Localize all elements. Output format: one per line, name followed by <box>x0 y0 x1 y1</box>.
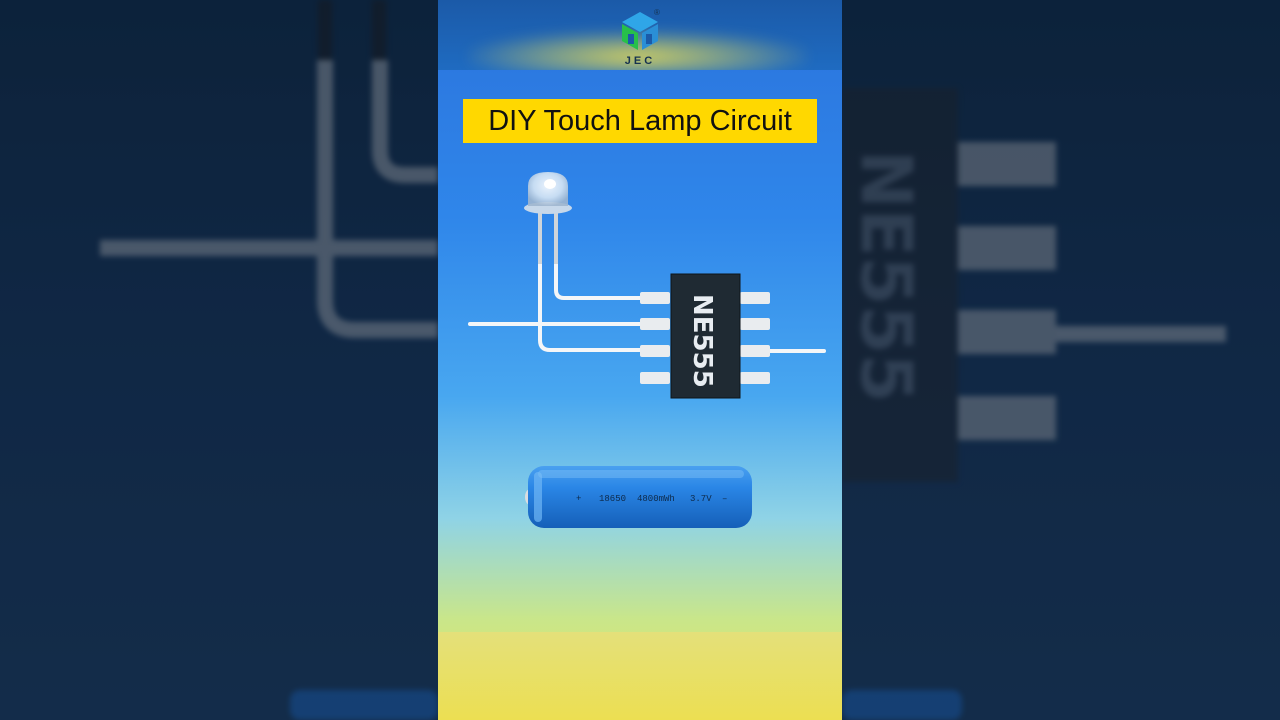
battery-minus: – <box>722 494 727 504</box>
video-title: DIY Touch Lamp Circuit <box>463 99 817 143</box>
blurred-background-right: NE555 <box>842 0 1280 720</box>
ic-chip-icon: NE555 <box>640 273 770 399</box>
battery-plus: + <box>576 494 581 504</box>
brand-name: JEC <box>624 55 656 67</box>
jec-logo-icon: ® JEC <box>618 8 662 68</box>
circuit-illustration: NE555 + 18650 4800mWh 3.7V – <box>468 172 826 528</box>
registered-mark: ® <box>654 8 660 17</box>
circuit-wires <box>468 260 826 353</box>
led-icon <box>524 172 572 264</box>
header-band: ® JEC <box>438 0 842 70</box>
battery-icon: + 18650 4800mWh 3.7V – <box>525 466 752 528</box>
battery-capacity: 4800mWh <box>637 494 675 504</box>
ic-label: NE555 <box>687 294 717 388</box>
battery-voltage: 3.7V <box>690 494 712 504</box>
blurred-wires-left <box>100 0 438 720</box>
battery-model: 18650 <box>599 494 626 504</box>
footer-band <box>438 632 842 720</box>
blurred-chip-label: NE555 <box>845 150 927 403</box>
blurred-background-left <box>0 0 438 720</box>
blurred-chip-right: NE555 <box>842 88 1226 720</box>
video-frame: ® JEC DIY Touch Lamp Circuit <box>438 0 842 720</box>
